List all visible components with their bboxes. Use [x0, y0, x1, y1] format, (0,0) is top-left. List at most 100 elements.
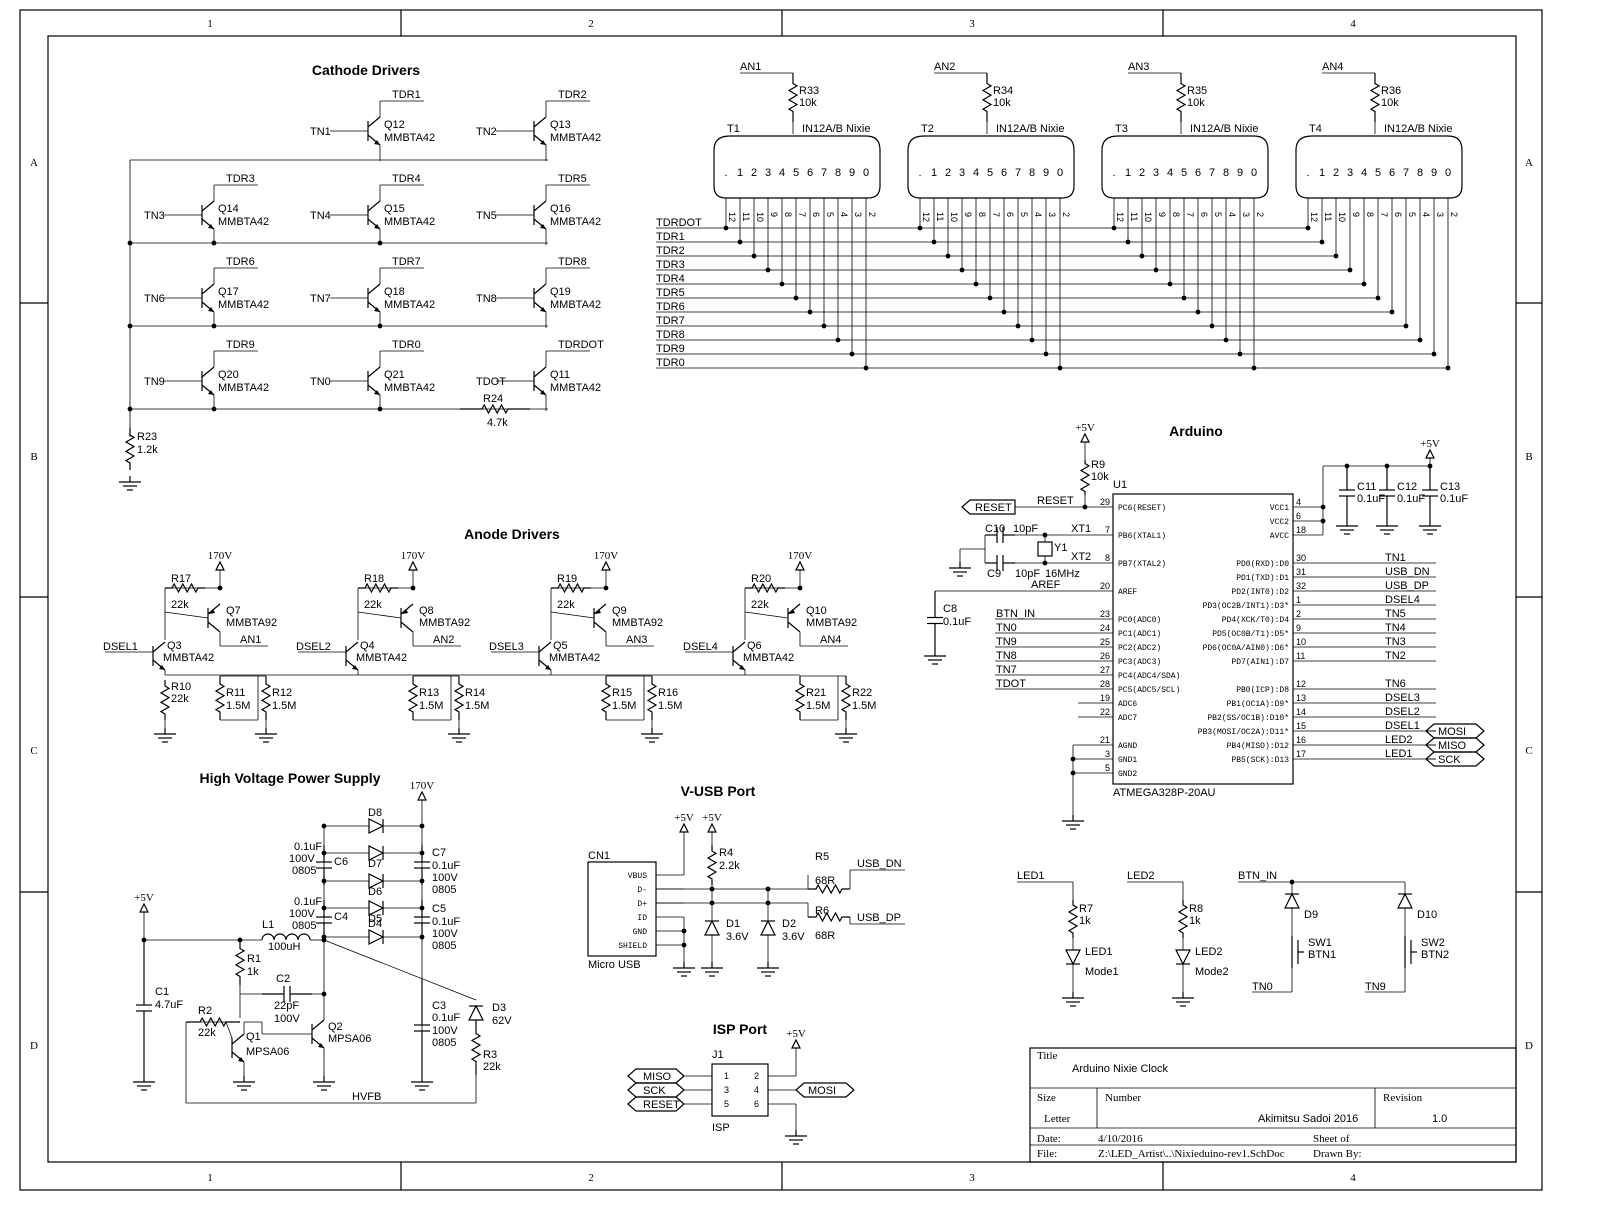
ground-symbol [785, 1130, 807, 1145]
mcu-pin-number: 27 [1100, 665, 1110, 675]
mcu-pin-name: ADC7 [1118, 714, 1137, 723]
anode-npn-part: MMBTA42 [356, 652, 407, 664]
section-title-vusb: V-USB Port [681, 783, 756, 799]
anode-output-label: AN4 [820, 634, 841, 646]
nixie-pin: 9 [769, 212, 779, 217]
cathode-driver-part: MMBTA42 [384, 216, 435, 228]
mcu-pin-name: PD0(RXD):D0 [1236, 560, 1289, 569]
cathode-driver-ref: Q12 [384, 119, 405, 131]
crystal-value: 16MHz [1045, 568, 1080, 580]
anode-pullup-resistor [358, 582, 398, 594]
mcu-net-label: LED2 [1385, 734, 1413, 746]
mcu-pin-name: PB2(SS/OC1B):D10* [1207, 714, 1289, 723]
nixie-ref: T4 [1309, 123, 1322, 135]
nixie-pin: 11 [741, 212, 751, 221]
mcu-pin-number: 32 [1296, 581, 1306, 591]
digit-select-label: DSEL1 [103, 641, 138, 653]
diode-ref: D6 [368, 886, 382, 898]
digit-select-label: DSEL2 [296, 641, 331, 653]
cathode-driver-ref: Q18 [384, 286, 405, 298]
number-label: Number [1105, 1092, 1141, 1104]
ground-symbol [154, 728, 176, 743]
diode-ref: D2 [782, 918, 796, 930]
usb-pin-name: D+ [637, 900, 647, 909]
cathode-driver-transistor [367, 283, 381, 313]
nixie-pin: 11 [1129, 212, 1139, 221]
resistor-ref: R33 [799, 85, 819, 97]
hvfb-net-label: HVFB [352, 1091, 381, 1103]
diode-ref: D8 [368, 807, 382, 819]
transistor-ref: Q2 [328, 1021, 343, 1033]
resistor-value: 10k [1091, 471, 1109, 483]
mcu-pin-name: PD4(XCK/T0):D4 [1222, 616, 1289, 625]
junction-dot [211, 406, 217, 412]
nixie-digit: 6 [807, 167, 813, 179]
decoupling-capacitor [1422, 466, 1438, 520]
resistor-value: 1.5M [612, 700, 636, 712]
digit-select-label: DSEL3 [489, 641, 524, 653]
isp-pin: 1 [724, 1071, 729, 1081]
resistor-ref: R20 [751, 573, 771, 585]
file-label: File: [1037, 1148, 1057, 1160]
mcu-net-label: DSEL2 [1385, 706, 1420, 718]
row-label: C [30, 745, 37, 757]
resistor-value: 1.5M [806, 700, 830, 712]
capacitor-c3 [414, 980, 430, 1076]
junction-dot [321, 991, 327, 997]
nixie-digit: 6 [1389, 167, 1395, 179]
cathode-driver-transistor [367, 366, 381, 396]
nixie-pin: 5 [1019, 212, 1029, 217]
nixie-digit: 4 [779, 167, 785, 179]
size-value: Letter [1044, 1113, 1071, 1125]
diode-ref: D1 [726, 918, 740, 930]
switch-name: BTN1 [1308, 949, 1336, 961]
nixie-pin: 12 [1309, 212, 1319, 222]
mcu-pin-number: 24 [1100, 623, 1110, 633]
cathode-driver-transistor [533, 366, 547, 396]
anode-output-label: AN2 [433, 634, 454, 646]
cap-ref: C2 [276, 973, 290, 985]
cathode-driver-input: TN8 [476, 293, 497, 305]
cathode-driver-input: TN5 [476, 210, 497, 222]
cathode-driver-ref: Q16 [550, 203, 571, 215]
nixie-ref: T1 [727, 123, 740, 135]
reset-net-label: RESET [1037, 495, 1074, 507]
cathode-driver-output: TDR2 [558, 89, 587, 101]
nixie-digit: . [1112, 167, 1115, 179]
mcu-pin-name: PC6(RESET) [1118, 504, 1166, 513]
ground-symbol [313, 1076, 335, 1091]
hv-supply-arrow [408, 560, 418, 571]
junction-dot [1384, 463, 1390, 469]
mcu-port-label: MOSI [1438, 726, 1466, 738]
ground-symbol [835, 728, 857, 743]
resistor-value: 1k [247, 966, 259, 978]
resistor-value: 10k [1381, 97, 1399, 109]
junction-dot [1070, 770, 1076, 776]
cathode-driver-ref: Q13 [550, 119, 571, 131]
led-resistor [1067, 900, 1079, 938]
cathode-driver-output: TDR4 [392, 173, 421, 185]
button-net-label: TN0 [1252, 981, 1273, 993]
resistor-r2 [186, 1016, 240, 1028]
mcu-pin-number: 19 [1100, 693, 1110, 703]
nixie-digit: 3 [765, 167, 771, 179]
resistor-ref: R8 [1189, 903, 1203, 915]
usb-pin-name: ID [637, 914, 647, 923]
led-diode [1175, 949, 1191, 966]
resistor-ref: R2 [198, 1005, 212, 1017]
power-label: 170V [208, 550, 233, 562]
isp-port-label: SCK [643, 1085, 666, 1097]
resistor-r10 [159, 680, 171, 720]
led-resistor [1177, 900, 1189, 938]
mcu-pin-name: ADC6 [1118, 700, 1137, 709]
resistor-value: 10k [993, 97, 1011, 109]
button-net-label: BTN_IN [1238, 870, 1277, 882]
mcu-net-label: TN8 [996, 650, 1017, 662]
isp-pin: 2 [754, 1071, 759, 1081]
resistor-ref: R9 [1091, 459, 1105, 471]
junction-dot [127, 240, 133, 246]
cathode-driver-ref: Q17 [218, 286, 239, 298]
mcu-pin-number: 20 [1100, 581, 1110, 591]
section-title-hv: High Voltage Power Supply [200, 770, 381, 786]
usb-connector [587, 861, 657, 957]
